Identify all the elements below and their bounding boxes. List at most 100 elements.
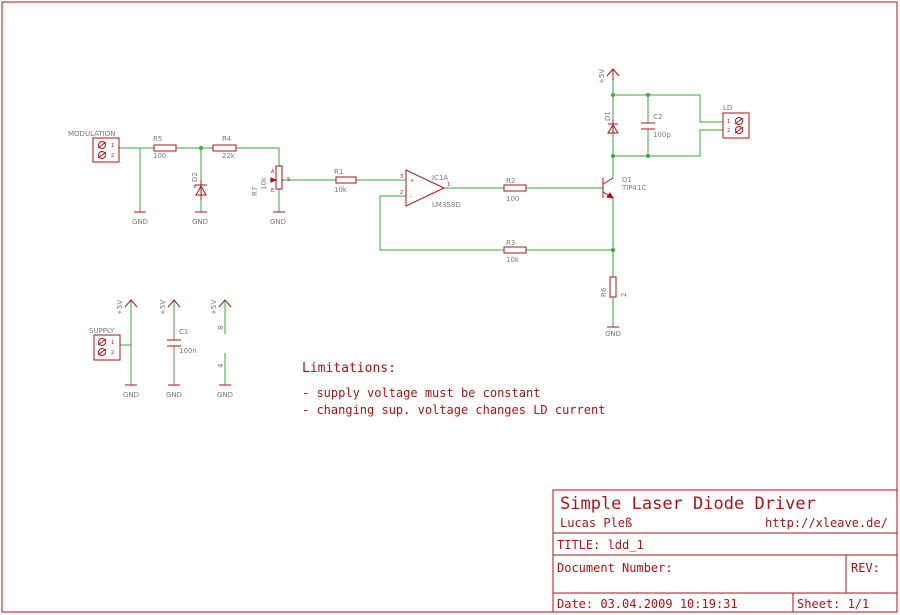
- modulation-pin1: 1: [111, 143, 114, 149]
- diode-d1: D1: [604, 111, 619, 134]
- capacitor-c1: C1 100n: [167, 328, 197, 355]
- frame-url: http://xleave.de/: [765, 516, 888, 530]
- gnd-140: GND: [132, 211, 148, 226]
- gnd-279: GND: [270, 211, 286, 226]
- r7-value: 10k: [260, 176, 268, 190]
- supply-label: SUPPLY: [89, 327, 115, 335]
- gnd-label-279: GND: [270, 218, 286, 226]
- r5-value: 100: [153, 152, 166, 160]
- vcc-label-131: +5V: [116, 300, 124, 315]
- supply-connector: SUPPLY 1 2: [89, 327, 121, 361]
- r1-value: 10k: [334, 186, 348, 194]
- resistor-r5: R5 100: [153, 135, 177, 160]
- opamp-ic1a: + - 3 2 1 IC1A LM358D: [400, 169, 461, 209]
- resistor-r3: R3 10k: [503, 239, 527, 264]
- frame-title: Simple Laser Diode Driver: [560, 494, 816, 514]
- ld-pin1: 1: [727, 119, 730, 125]
- junctions: [199, 93, 650, 252]
- frame-document-number: Document Number:: [557, 561, 673, 575]
- resistor-r2: R2 100: [503, 177, 527, 203]
- vcc-174: +5V: [159, 299, 181, 315]
- ld-label: LD: [723, 104, 732, 112]
- resistor-r6: R6 2: [600, 276, 628, 298]
- r4-name: R4: [222, 135, 232, 143]
- frame-sheet: Sheet: 1/1: [797, 597, 869, 611]
- vcc-131: +5V: [116, 299, 138, 315]
- r7-name: R7: [251, 187, 259, 196]
- d1-label: D1: [604, 111, 612, 121]
- ic-minus: -: [410, 194, 412, 200]
- r3-name: R3: [506, 239, 515, 247]
- ic-power-pin4: 4: [217, 363, 225, 368]
- note-line1: - supply voltage must be constant: [302, 386, 540, 400]
- r7-pin-e: E: [271, 188, 274, 194]
- ic-plus: +: [410, 178, 414, 184]
- gnd-label-131: GND: [123, 391, 139, 399]
- ic-power-pin8: 8: [217, 326, 225, 330]
- gnd-label-201: GND: [192, 218, 208, 226]
- modulation-pin2: 2: [111, 153, 114, 159]
- frame-date: Date: 03.04.2009 10:19:31: [557, 597, 738, 611]
- limitations-note: Limitations: - supply voltage must be co…: [302, 361, 605, 417]
- ic-power-pins: 8 4: [217, 326, 225, 368]
- note-line2: - changing sup. voltage changes LD curre…: [302, 403, 605, 417]
- vcc-label-613: +5V: [598, 69, 606, 84]
- gnd-225: GND: [217, 384, 233, 399]
- vcc-label-225: +5V: [210, 300, 218, 315]
- r4-value: 22k: [222, 152, 236, 160]
- gnd-613: GND: [605, 326, 621, 338]
- gnd-label-225: GND: [217, 391, 233, 399]
- vcc-label-174: +5V: [159, 300, 167, 315]
- vcc-613: +5V: [598, 68, 620, 84]
- note-title: Limitations:: [302, 361, 396, 376]
- transistor-q1: Q1 TIP41C: [602, 176, 646, 199]
- ld-connector: LD 1 2: [722, 104, 750, 139]
- capacitor-c2: C2 100p: [641, 113, 671, 139]
- ld-pin2: 2: [727, 128, 730, 134]
- resistor-r4: R4 22k: [212, 135, 237, 160]
- d2-label: D2: [191, 172, 199, 182]
- q1-name: Q1: [622, 176, 632, 184]
- ic-pin2: 2: [400, 190, 403, 196]
- supply-pin1: 1: [111, 340, 114, 346]
- c2-value: 100p: [653, 131, 671, 139]
- title-block: Simple Laser Diode Driver Lucas Pleß htt…: [552, 489, 897, 612]
- vcc-225: +5V: [210, 299, 232, 315]
- r6-value: 2: [620, 293, 628, 297]
- zener-diode-d2: D2: [191, 172, 207, 200]
- c2-name: C2: [653, 113, 662, 121]
- r2-name: R2: [506, 177, 515, 185]
- r2-value: 100: [506, 195, 519, 203]
- gnd-201: GND: [192, 211, 208, 226]
- r1-name: R1: [334, 168, 343, 176]
- r7-pin-s: S: [287, 177, 290, 183]
- c1-name: C1: [179, 328, 188, 336]
- modulation-label: MODULATION: [68, 130, 115, 138]
- frame-author: Lucas Pleß: [560, 516, 632, 530]
- gnd-label-174: GND: [166, 391, 182, 399]
- gnd-174: GND: [166, 384, 182, 399]
- c1-value: 100n: [179, 347, 197, 355]
- q1-value: TIP41C: [621, 184, 646, 192]
- potentiometer-r7: R7 10k A E S: [251, 165, 290, 196]
- gnd-131: GND: [123, 384, 139, 399]
- wires: [119, 80, 723, 385]
- ic-pin1: 1: [447, 182, 450, 188]
- modulation-connector: MODULATION 1 2: [68, 130, 120, 163]
- r6-name: R6: [600, 287, 608, 297]
- r5-name: R5: [153, 135, 162, 143]
- ic-name: IC1A: [432, 174, 448, 182]
- gnd-label-140: GND: [132, 218, 148, 226]
- frame-drawing-title: TITLE: ldd_1: [557, 538, 644, 552]
- ic-value: LM358D: [432, 201, 461, 209]
- r7-pin-a: A: [271, 169, 275, 175]
- ic-pin3: 3: [400, 174, 403, 180]
- supply-pin2: 2: [111, 350, 114, 356]
- r3-value: 10k: [506, 256, 520, 264]
- gnd-label-613: GND: [605, 330, 621, 338]
- frame-rev: REV:: [851, 561, 880, 575]
- resistor-r1: R1 10k: [334, 168, 357, 194]
